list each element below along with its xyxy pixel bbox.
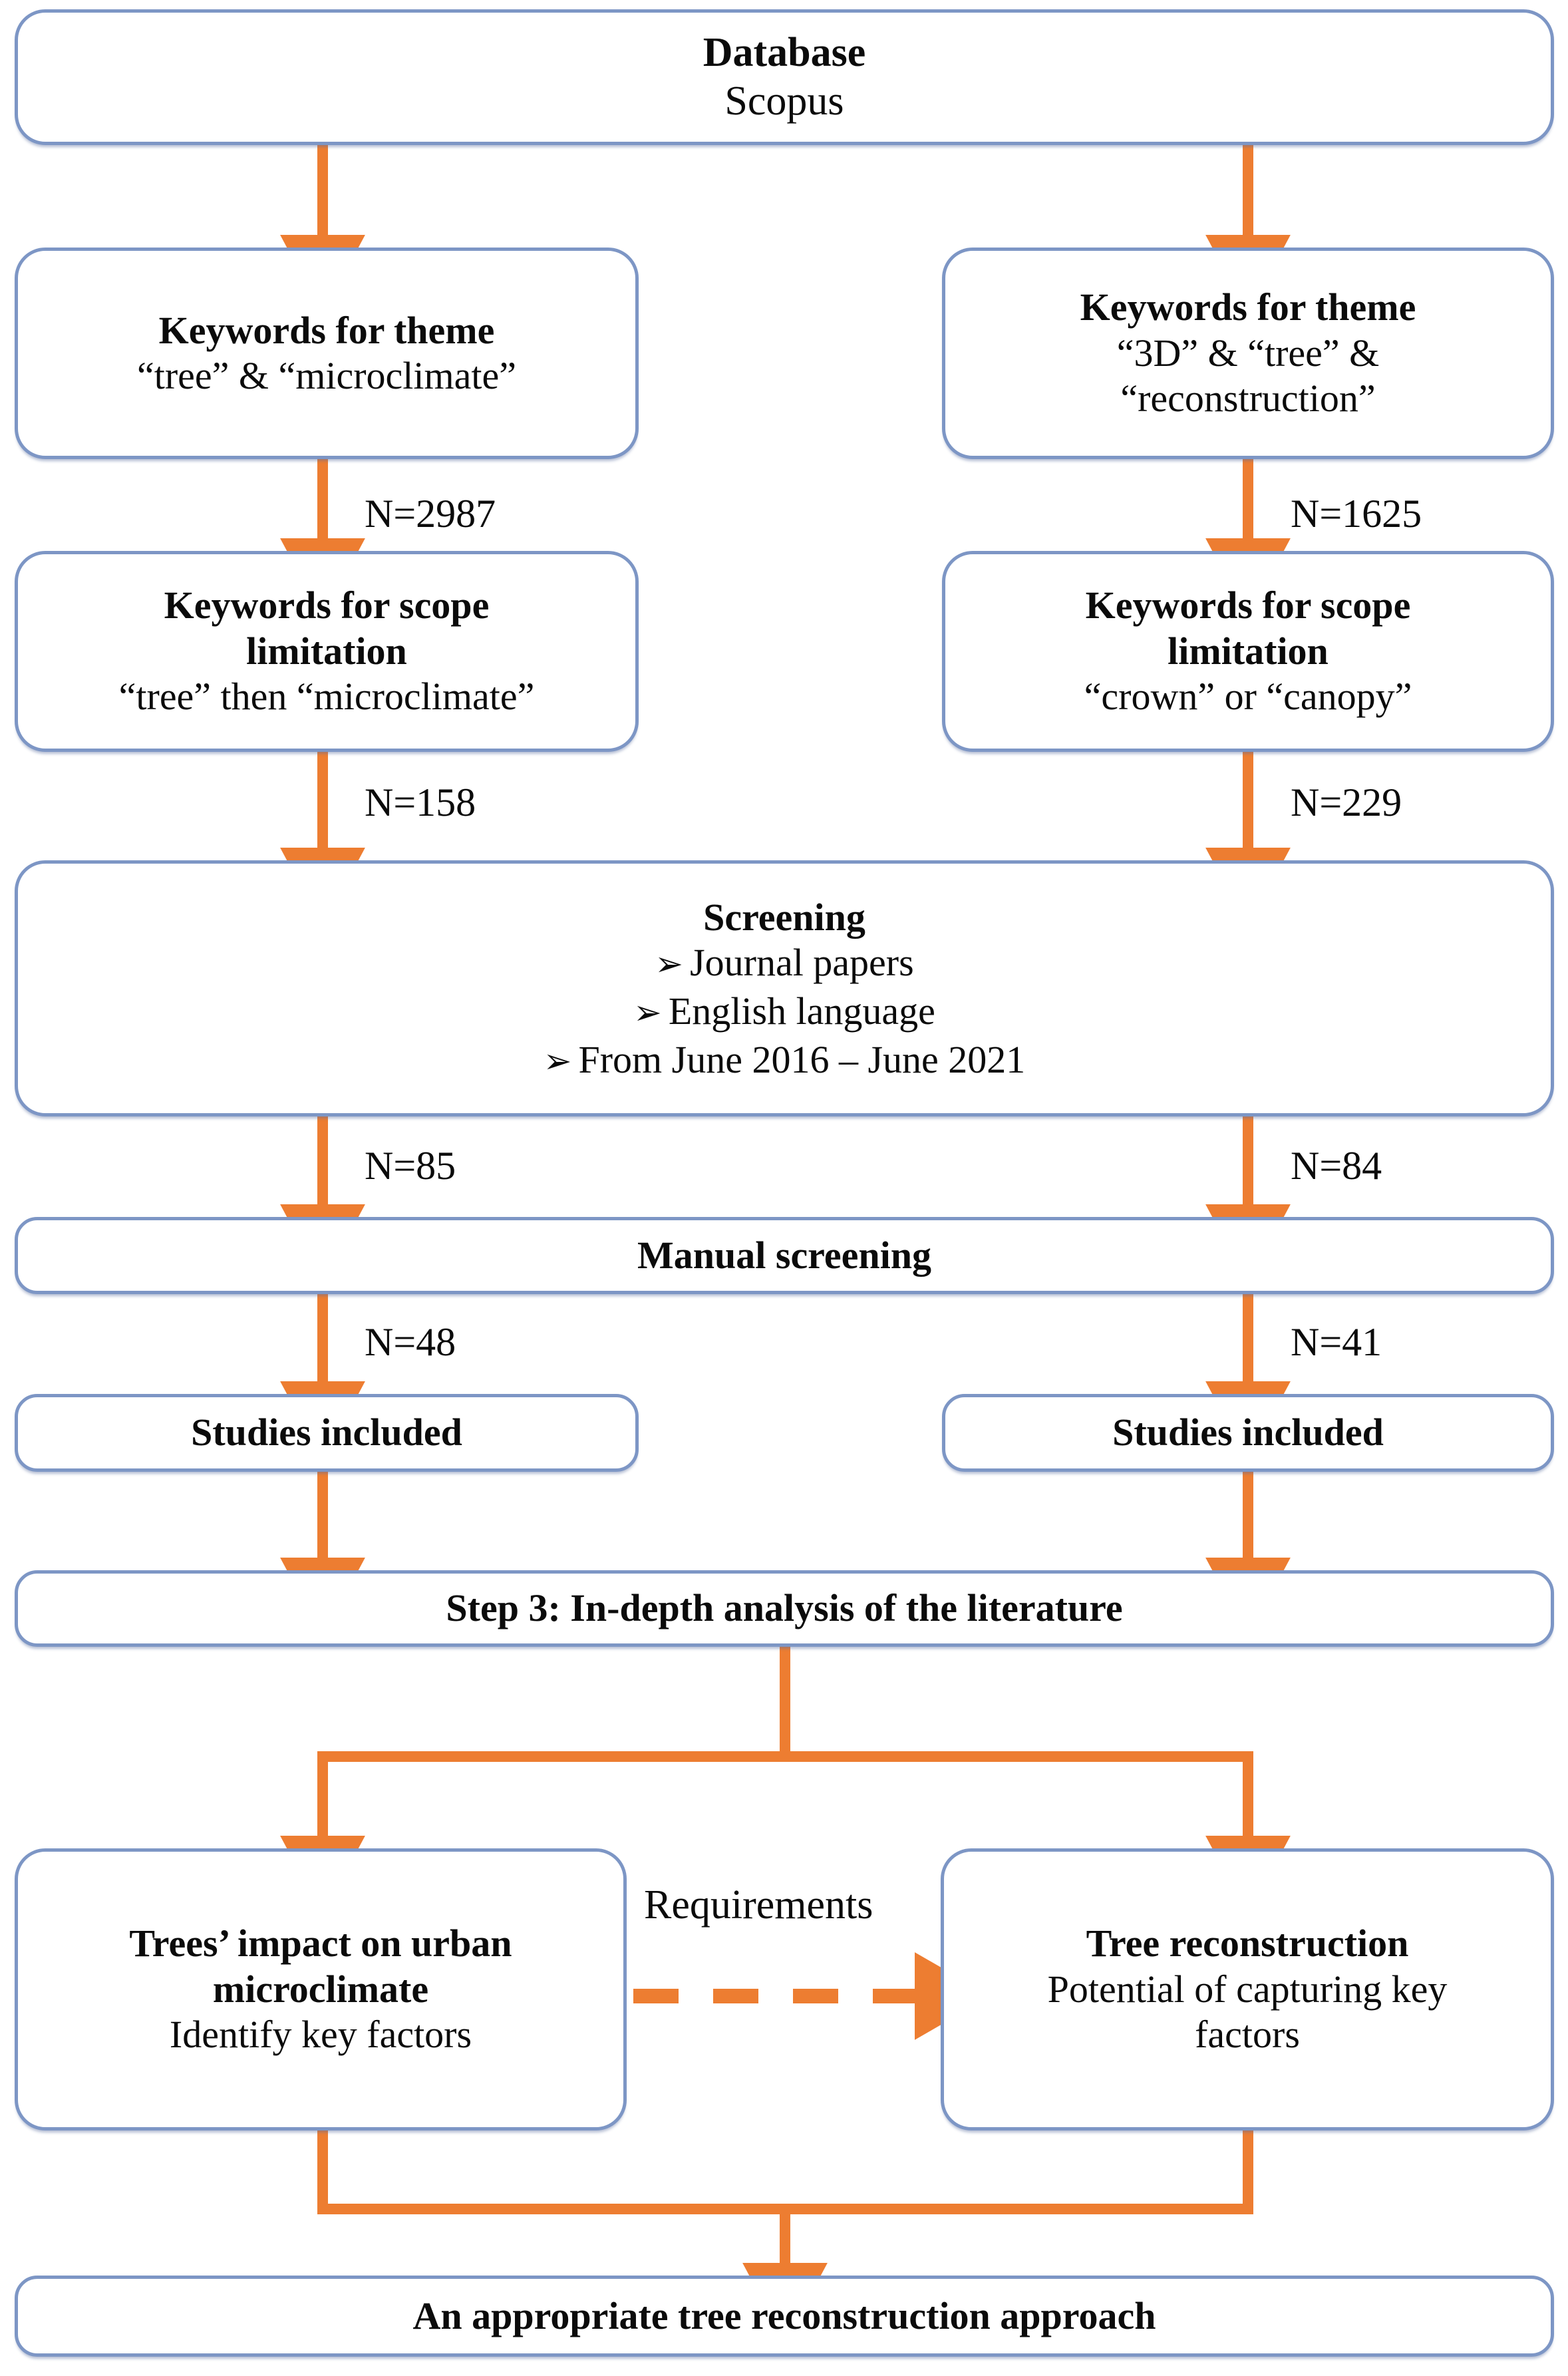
studies-included-right-label: Studies included <box>1112 1411 1384 1454</box>
box-scope-limitation-right[interactable]: Keywords for scope limitation “crown” or… <box>942 551 1554 752</box>
database-name: Scopus <box>724 79 844 124</box>
screening-bullet-item: ➢Journal papers <box>655 940 913 985</box>
box-scope-limitation-left[interactable]: Keywords for scope limitation “tree” the… <box>15 551 639 752</box>
scope-left-terms: “tree” then “microclimate” <box>118 675 535 719</box>
screening-bullet-item: ➢From June 2016 – June 2021 <box>544 1037 1026 1082</box>
conclusion-label: An appropriate tree reconstruction appro… <box>412 2293 1156 2337</box>
theme-left-terms: “tree” & “microclimate” <box>137 354 516 397</box>
label-n-theme-left: N=2987 <box>365 492 496 536</box>
label-n-manual-left: N=48 <box>365 1320 456 1364</box>
manual-screening-label: Manual screening <box>637 1233 931 1277</box>
scope-right-heading-2: limitation <box>1168 629 1329 673</box>
trees-impact-subtext: Identify key factors <box>169 2013 472 2057</box>
scope-left-heading-2: limitation <box>246 629 407 673</box>
box-database[interactable]: Database Scopus <box>15 9 1554 145</box>
box-manual-screening[interactable]: Manual screening <box>15 1217 1554 1294</box>
arrow-step3-split-left <box>280 1647 790 1916</box>
arrow-merge-right <box>785 2130 1253 2214</box>
screening-bullet-label: From June 2016 – June 2021 <box>578 1038 1026 1082</box>
arrow-step3-split-right <box>785 1751 1291 1916</box>
screening-bullet-label: Journal papers <box>690 941 914 985</box>
box-step3[interactable]: Step 3: In-depth analysis of the literat… <box>15 1570 1554 1647</box>
tree-reconstruction-heading: Tree reconstruction <box>1086 1922 1409 1965</box>
box-screening[interactable]: Screening ➢Journal papers ➢English langu… <box>15 860 1554 1116</box>
label-requirements: Requirements <box>644 1882 873 1928</box>
trees-impact-heading-1: Trees’ impact on urban <box>129 1922 512 1965</box>
label-n-screening-right: N=84 <box>1291 1144 1382 1188</box>
box-keywords-theme-left[interactable]: Keywords for theme “tree” & “microclimat… <box>15 248 639 459</box>
box-tree-reconstruction[interactable]: Tree reconstruction Potential of capturi… <box>941 1848 1554 2130</box>
scope-left-heading-1: Keywords for scope <box>164 584 490 627</box>
chevron-bullet-icon: ➢ <box>655 945 684 985</box>
box-keywords-theme-right[interactable]: Keywords for theme “3D” & “tree” & “reco… <box>942 248 1554 459</box>
box-conclusion[interactable]: An appropriate tree reconstruction appro… <box>15 2276 1554 2357</box>
screening-bullet-list: ➢Journal papers ➢English language ➢From … <box>544 940 1026 1082</box>
screening-bullet-item: ➢English language <box>633 989 935 1033</box>
box-studies-included-right[interactable]: Studies included <box>942 1394 1554 1472</box>
tree-reconstruction-subtext-2: factors <box>1195 2013 1300 2057</box>
database-title: Database <box>703 29 866 75</box>
arrow-merge-left <box>317 2130 828 2343</box>
theme-right-heading: Keywords for theme <box>1080 285 1416 329</box>
step3-label: Step 3: In-depth analysis of the literat… <box>446 1586 1123 1630</box>
label-n-manual-right: N=41 <box>1291 1320 1382 1364</box>
theme-right-terms-2: “reconstruction” <box>1120 377 1376 421</box>
label-n-scope-right: N=229 <box>1291 780 1402 824</box>
trees-impact-heading-2: microclimate <box>212 1967 429 2011</box>
tree-reconstruction-subtext-1: Potential of capturing key <box>1047 1967 1448 2011</box>
screening-bullet-label: English language <box>668 989 935 1033</box>
label-n-scope-left: N=158 <box>365 780 476 824</box>
chevron-bullet-icon: ➢ <box>633 993 662 1033</box>
theme-right-terms-1: “3D” & “tree” & <box>1116 331 1380 375</box>
label-n-theme-right: N=1625 <box>1291 492 1422 536</box>
box-trees-impact[interactable]: Trees’ impact on urban microclimate Iden… <box>15 1848 627 2130</box>
box-studies-included-left[interactable]: Studies included <box>15 1394 639 1472</box>
scope-right-terms: “crown” or “canopy” <box>1084 675 1412 719</box>
label-n-screening-left: N=85 <box>365 1144 456 1188</box>
scope-right-heading-1: Keywords for scope <box>1085 584 1411 627</box>
screening-title: Screening <box>703 895 865 939</box>
chevron-bullet-icon: ➢ <box>543 1042 572 1082</box>
theme-left-heading: Keywords for theme <box>158 308 495 352</box>
studies-included-left-label: Studies included <box>191 1411 462 1454</box>
